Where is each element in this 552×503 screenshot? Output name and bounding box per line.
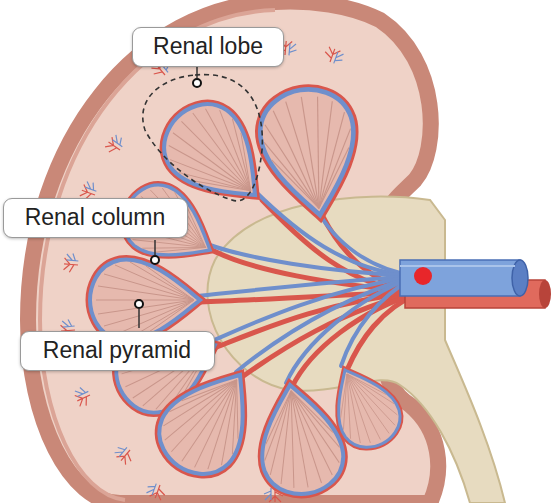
part-label: Renal pyramid [43, 337, 191, 363]
part-label: Renal lobe [153, 33, 263, 59]
part-label: Renal column [25, 204, 166, 230]
label-tag: Renal pyramid [20, 331, 215, 371]
label-tag: Renal lobe [132, 27, 284, 67]
label-tag: Renal column [3, 198, 188, 238]
